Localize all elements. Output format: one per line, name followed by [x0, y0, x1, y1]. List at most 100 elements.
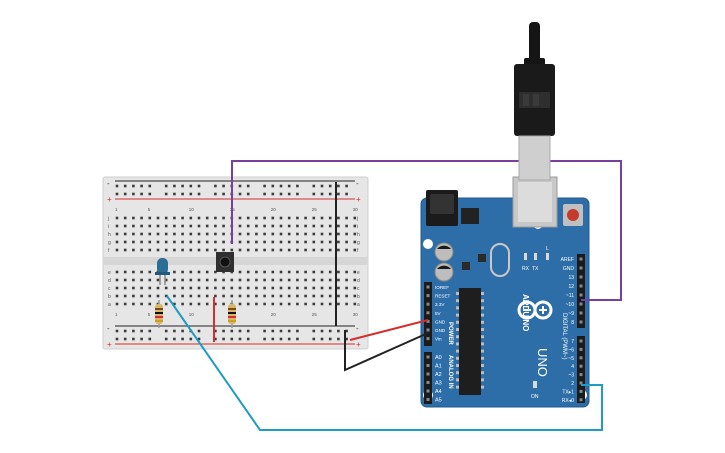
breadboard-hole[interactable]	[205, 302, 209, 306]
breadboard-hole[interactable]	[279, 302, 283, 306]
breadboard-hole[interactable]	[328, 278, 332, 282]
breadboard-hole[interactable]	[263, 270, 266, 274]
breadboard-hole[interactable]	[123, 192, 127, 196]
breadboard-hole[interactable]	[246, 192, 250, 196]
breadboard-hole[interactable]	[164, 216, 168, 220]
breadboard-hole[interactable]	[238, 270, 242, 274]
breadboard-hole[interactable]	[164, 224, 168, 228]
breadboard-hole[interactable]	[287, 248, 291, 252]
header-pin[interactable]	[426, 381, 430, 384]
breadboard-hole[interactable]	[279, 184, 283, 188]
breadboard-hole[interactable]	[255, 270, 258, 274]
breadboard-hole[interactable]	[312, 278, 316, 282]
breadboard-hole[interactable]	[263, 286, 266, 290]
breadboard-hole[interactable]	[140, 270, 143, 274]
breadboard-hole[interactable]	[123, 232, 127, 236]
breadboard-hole[interactable]	[230, 278, 234, 282]
wire-black[interactable]	[344, 330, 429, 372]
breadboard-hole[interactable]	[181, 192, 184, 196]
header-pin[interactable]	[579, 398, 583, 402]
breadboard-hole[interactable]	[115, 302, 119, 306]
breadboard-hole[interactable]	[173, 232, 176, 236]
breadboard-hole[interactable]	[345, 278, 348, 282]
breadboard-hole[interactable]	[271, 302, 275, 306]
breadboard-hole[interactable]	[287, 329, 291, 333]
breadboard-hole[interactable]	[148, 232, 152, 236]
breadboard-hole[interactable]	[164, 248, 168, 252]
breadboard-hole[interactable]	[205, 224, 209, 228]
header-pin[interactable]	[579, 373, 583, 377]
breadboard-hole[interactable]	[287, 278, 291, 282]
header-pin[interactable]	[579, 381, 583, 385]
breadboard-hole[interactable]	[337, 224, 340, 228]
breadboard-hole[interactable]	[255, 286, 258, 290]
header-pin[interactable]	[579, 257, 583, 261]
resistor[interactable]	[228, 300, 236, 328]
breadboard-hole[interactable]	[296, 216, 299, 220]
breadboard-hole[interactable]	[205, 216, 209, 220]
breadboard-hole[interactable]	[287, 184, 291, 188]
breadboard-hole[interactable]	[312, 329, 316, 333]
breadboard-hole[interactable]	[328, 192, 332, 196]
breadboard-hole[interactable]	[287, 240, 291, 244]
breadboard-hole[interactable]	[132, 248, 135, 252]
breadboard-hole[interactable]	[148, 286, 152, 290]
breadboard-hole[interactable]	[205, 248, 209, 252]
breadboard-hole[interactable]	[164, 240, 168, 244]
breadboard-hole[interactable]	[115, 232, 119, 236]
breadboard-hole[interactable]	[230, 294, 234, 298]
breadboard-hole[interactable]	[222, 337, 225, 341]
breadboard-hole[interactable]	[287, 294, 291, 298]
breadboard-hole[interactable]	[312, 337, 316, 341]
breadboard-hole[interactable]	[115, 337, 119, 341]
header-pin[interactable]	[579, 347, 583, 351]
breadboard-hole[interactable]	[263, 232, 266, 236]
breadboard-hole[interactable]	[164, 232, 168, 236]
breadboard-hole[interactable]	[312, 294, 316, 298]
breadboard-hole[interactable]	[123, 302, 127, 306]
breadboard-hole[interactable]	[312, 248, 316, 252]
breadboard-hole[interactable]	[181, 232, 184, 236]
breadboard-hole[interactable]	[271, 337, 275, 341]
breadboard-hole[interactable]	[279, 329, 283, 333]
breadboard-hole[interactable]	[115, 184, 119, 188]
breadboard-hole[interactable]	[337, 278, 340, 282]
breadboard-hole[interactable]	[164, 294, 168, 298]
breadboard-hole[interactable]	[115, 286, 119, 290]
breadboard-hole[interactable]	[279, 286, 283, 290]
breadboard-hole[interactable]	[214, 294, 217, 298]
header-pin[interactable]	[426, 389, 430, 393]
breadboard-hole[interactable]	[263, 337, 266, 341]
breadboard-hole[interactable]	[296, 278, 299, 282]
breadboard-hole[interactable]	[132, 270, 135, 274]
breadboard-hole[interactable]	[164, 286, 168, 290]
breadboard-hole[interactable]	[123, 216, 127, 220]
breadboard-hole[interactable]	[238, 278, 242, 282]
breadboard-hole[interactable]	[140, 240, 143, 244]
breadboard-hole[interactable]	[148, 337, 152, 341]
breadboard-hole[interactable]	[279, 248, 283, 252]
breadboard-hole[interactable]	[328, 302, 332, 306]
breadboard-hole[interactable]	[312, 232, 316, 236]
header-pin[interactable]	[426, 328, 430, 332]
breadboard-hole[interactable]	[214, 224, 217, 228]
breadboard-hole[interactable]	[255, 302, 258, 306]
breadboard-hole[interactable]	[312, 216, 316, 220]
breadboard-hole[interactable]	[181, 302, 184, 306]
breadboard-hole[interactable]	[287, 216, 291, 220]
breadboard-hole[interactable]	[214, 232, 217, 236]
breadboard-hole[interactable]	[337, 216, 340, 220]
breadboard-hole[interactable]	[320, 184, 324, 188]
breadboard-hole[interactable]	[353, 278, 357, 282]
breadboard-hole[interactable]	[238, 192, 242, 196]
breadboard-hole[interactable]	[148, 184, 152, 188]
breadboard-hole[interactable]	[197, 329, 201, 333]
breadboard-hole[interactable]	[123, 286, 127, 290]
breadboard-hole[interactable]	[238, 248, 242, 252]
breadboard-hole[interactable]	[296, 337, 299, 341]
header-pin[interactable]	[426, 337, 430, 341]
breadboard-hole[interactable]	[328, 248, 332, 252]
breadboard-hole[interactable]	[246, 232, 250, 236]
wire-red[interactable]	[349, 319, 429, 341]
breadboard-hole[interactable]	[189, 192, 193, 196]
